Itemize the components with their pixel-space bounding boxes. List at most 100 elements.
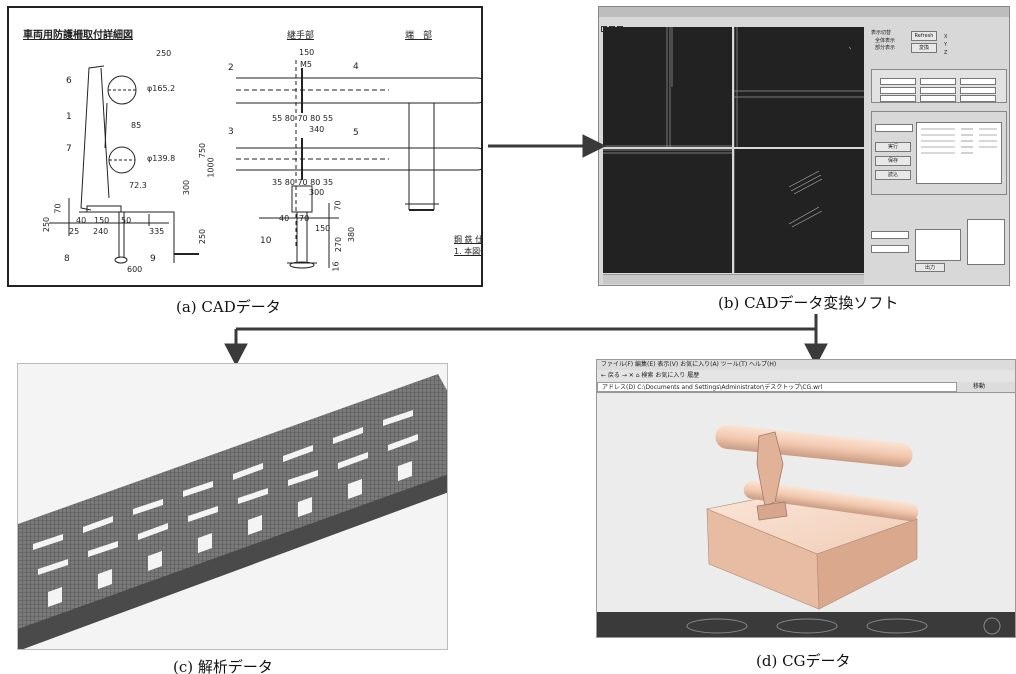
cg-viewport[interactable] [597,394,1015,612]
coordinate-field[interactable] [880,78,916,85]
cad-note: 鋼 鉄 仕 様 [454,234,483,245]
viewport-wireframe [734,149,864,273]
cad-dimension: φ139.8 [147,154,175,163]
cad-part-number: 10 [260,236,271,246]
output-button[interactable]: 出力 [915,263,945,272]
cad-dimension: 50 [121,216,131,225]
cad-dimension: 380 [347,227,356,242]
layer-dropdown[interactable] [875,124,913,132]
cad-dimension: M5 [300,60,312,69]
browser-toolbar[interactable]: ← 戻る → ✕ ⌂ 検索 お気に入り 履歴 [597,370,1015,382]
axis-label-y: Y [944,42,947,48]
cad-dimension: 70 [334,200,343,210]
cad-dimension: 750 [198,143,207,158]
coordinate-field[interactable] [880,95,916,102]
cad-dimension: 55 80 70 80 55 [272,114,333,123]
cad-part-number: 2 [228,63,234,73]
cad-dimension: 600 [127,265,142,274]
cad-part-number: 4 [353,62,359,72]
cad-part-number: 1 [66,112,72,122]
cg-browser-window: ファイル(F) 編集(E) 表示(V) お気に入り(A) ツール(T) ヘルプ(… [596,359,1016,638]
cad-dimension: 70 [54,203,63,213]
cad-dimension: 72.3 [129,181,147,190]
cad-note: 1. 本図仕様 [454,246,483,257]
axis-label-x: X [944,34,947,40]
cad-dimension: 240 [93,227,108,236]
analysis-mesh-panel [17,363,448,650]
cad-drawing [9,8,481,285]
coordinate-table [871,69,1007,103]
cad-part-number: 3 [228,127,234,137]
conversion-software-window: 表示切替 全体表示 部分表示 Refresh 変換 X Y Z 実行 保存 読込 [598,6,1010,286]
cad-dimension: 250 [42,217,51,232]
preview-box [967,219,1005,265]
viewport-wireframe [734,27,864,147]
status-bar [603,274,864,284]
layer-list-rows [917,123,1001,183]
view-option-radio[interactable]: 部分表示 [875,44,895,51]
coordinate-field[interactable] [960,87,996,94]
cad-part-number: 7 [66,144,72,154]
cad-dimension: 85 [131,121,141,130]
go-button[interactable]: 移動 [969,382,1009,392]
viewport-top-right[interactable] [734,27,864,147]
vrml-navigation-bar[interactable] [597,612,1015,638]
navigation-controls [597,612,1016,638]
layer-group: 実行 保存 読込 [871,111,1007,195]
coordinate-field[interactable] [920,78,956,85]
coordinate-field[interactable] [880,87,916,94]
cad-dimension: 150 [94,216,109,225]
coordinate-field[interactable] [920,87,956,94]
post-outline [81,66,104,210]
upper-rail-section [108,76,136,104]
cad-dimension: 35 80 70 80 35 [272,178,333,187]
cad-dimension: 150 [315,224,330,233]
coordinate-field[interactable] [960,95,996,102]
view-option-radio[interactable]: 全体表示 [875,37,895,44]
caption-d: (d) CGデータ [756,650,851,671]
upper-rail [714,424,913,469]
preview-box [915,229,961,261]
cad-dimension: 16 [332,261,341,271]
coordinate-field[interactable] [960,78,996,85]
cad-dimension: 70 [299,214,309,223]
cad-dimension: 250 [156,49,171,58]
load-button[interactable]: 読込 [875,170,911,180]
cad-dimension: 250 [198,229,207,244]
cad-dimension: 40 [76,216,86,225]
window-menu [601,17,641,26]
convert-button[interactable]: 変換 [911,43,937,53]
caption-c: (c) 解析データ [173,656,273,674]
execute-button[interactable]: 実行 [875,142,911,152]
cad-part-number: 9 [150,254,156,264]
cad-dimension: 300 [309,188,324,197]
cad-dimension: 300 [182,180,191,195]
output-dropdown[interactable] [871,245,909,253]
cad-title: 車両用防護柵取付詳細図 [23,26,133,41]
caption-a: (a) CADデータ [176,296,281,317]
viewport-bottom-right[interactable] [734,149,864,273]
cad-dimension: 270 [334,237,343,252]
output-dropdown[interactable] [871,231,909,239]
cad-part-number: 5 [353,128,359,138]
viewport-top-left[interactable] [603,27,732,147]
viewport-wireframe [603,27,732,147]
cad-drawing-panel: 車両用防護柵取付詳細図 継手部 端 部 鋼 鉄 仕 様 1. 本図仕様 250 … [7,6,483,287]
output-group: 出力 [871,217,1007,273]
viewport-bottom-left[interactable] [603,149,732,273]
window-title-bar [599,7,1009,17]
coordinate-field[interactable] [920,95,956,102]
cad-dimension: φ165.2 [147,84,175,93]
browser-menu-bar[interactable]: ファイル(F) 編集(E) 表示(V) お気に入り(A) ツール(T) ヘルプ(… [597,360,1015,370]
viewport-wireframe [603,149,732,273]
cad-section-end-label: 端 部 [405,28,432,41]
cad-part-number: 6 [66,76,72,86]
arrow-head-down-left [225,344,247,365]
refresh-button[interactable]: Refresh [911,31,937,41]
layer-list[interactable] [916,122,1002,184]
cad-dimension: 150 [299,48,314,57]
cad-dimension: 40 [279,214,289,223]
cg-guardrail-model [597,394,1016,612]
address-field[interactable]: アドレス(D) C:\Documents and Settings\Admini… [597,382,957,392]
save-button[interactable]: 保存 [875,156,911,166]
